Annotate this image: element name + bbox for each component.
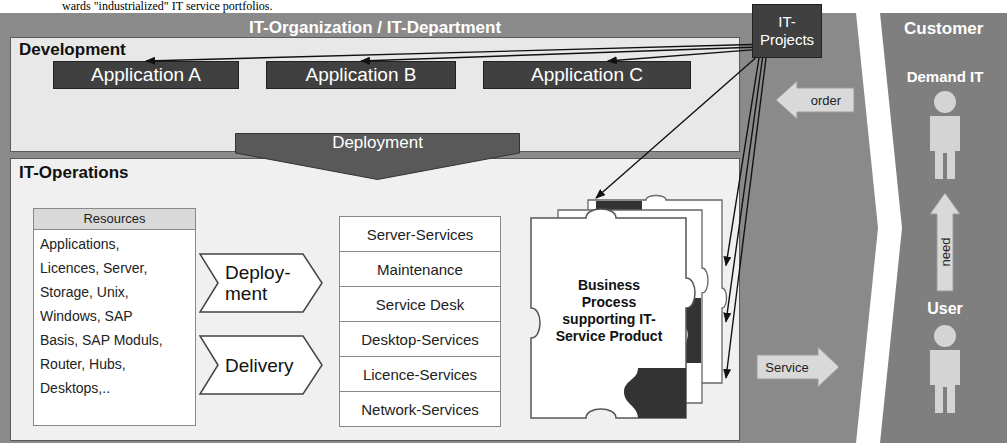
puzzle-graphic: Business Process supporting IT- Service … [526,198,726,423]
service-box: Maintenance [339,251,501,287]
process-chevron: Deploy- ment [199,253,323,313]
resources-list: ResourcesApplications, Licences, Server,… [33,208,196,426]
role-label-holder: Demand IT [895,68,995,86]
order-arrow: order [775,80,855,120]
service-label: Maintenance [377,261,463,278]
service-label: Network-Services [361,401,479,418]
organization-panel: IT-Organization / IT-DepartmentDevelopme… [0,13,878,443]
arrow-label: Deployment [235,133,520,153]
caption-fragment: wards "industrialized" IT service portfo… [62,0,462,13]
resource-items: Applications, Licences, Server, Storage,… [34,230,174,402]
role-label: Demand IT [895,68,995,86]
panel-title: IT-Organization / IT-Department [10,18,740,38]
projects-label: IT- Projects [754,13,820,49]
application-box: Application B [266,61,456,89]
deployment-arrow: Deployment [235,133,520,180]
application-box: Application C [483,61,691,89]
service-arrow: Service [756,346,840,388]
application-label: Application B [306,64,417,86]
service-label: Service Desk [376,296,464,313]
application-label: Application C [531,64,643,86]
application-box: Application A [53,61,239,89]
service-box: Server-Services [339,216,501,252]
service-box: Service Desk [339,286,501,322]
role-label-holder: User [895,300,995,318]
chevron-label: Deploy- ment [225,262,305,304]
chevron-label: Delivery [225,355,305,376]
arrow-label: need [938,238,953,267]
caption-fragment-holder: wards "industrialized" IT service portfo… [62,0,462,13]
operations-box: IT-OperationsResourcesApplications, Lice… [10,158,740,441]
box-heading: Development [19,40,219,60]
service-box: Network-Services [339,391,501,427]
process-chevron: Delivery [199,335,323,395]
service-label: Server-Services [367,226,474,243]
application-label: Application A [91,64,201,86]
box-heading: IT-Operations [19,163,219,183]
role-label: User [895,300,995,318]
service-box: Desktop-Services [339,321,501,357]
list-heading: Resources [34,209,195,230]
puzzle-label: Business Process supporting IT- Service … [550,277,668,345]
need-arrow: need [929,192,961,292]
projects-box: IT- Projects [752,4,822,58]
arrow-label: order [811,93,841,108]
service-label: Desktop-Services [361,331,479,348]
arrow-label: Service [765,360,808,375]
panel-title: Customer [904,19,1004,39]
service-box: Licence-Services [339,356,501,392]
service-label: Licence-Services [363,366,477,383]
